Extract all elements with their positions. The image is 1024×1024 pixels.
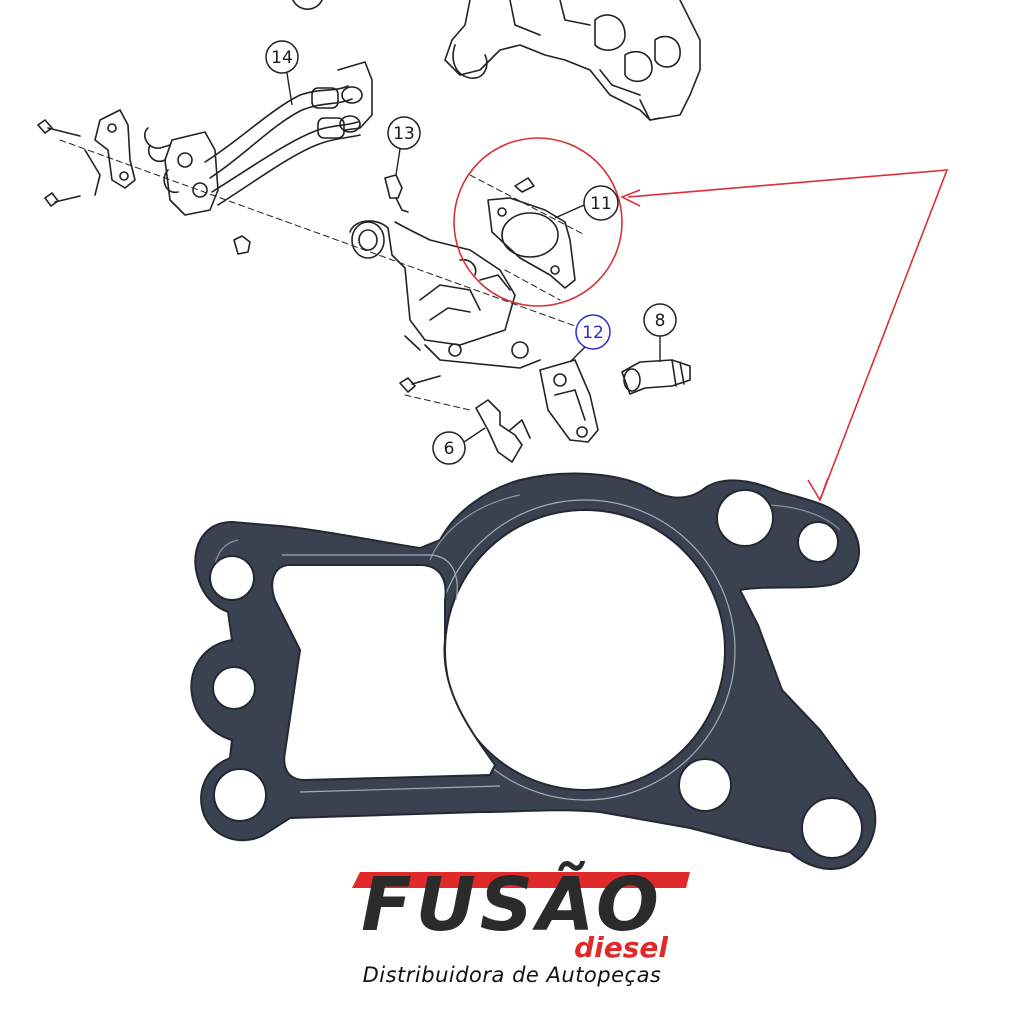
svg-text:13: 13 (393, 124, 415, 144)
bolt-hole (213, 768, 267, 822)
bolt-hole (801, 797, 863, 859)
pointer-arrow-line (627, 169, 949, 501)
callout-13: 13 (387, 116, 421, 176)
gasket-main-bore (444, 509, 726, 791)
logo-brand-word: FUSÃO (361, 860, 663, 948)
svg-text:8: 8 (655, 311, 666, 331)
gasket-left-port (271, 564, 497, 782)
gasket-enlarged (190, 472, 877, 870)
bracket-part (84, 109, 136, 196)
bolt-hole (209, 555, 255, 601)
bolt-hole (797, 521, 839, 563)
hose-part (475, 399, 531, 463)
hose-8 (621, 359, 691, 395)
callout-6: 6 (432, 427, 486, 465)
callout-14: 14 (265, 40, 299, 106)
gasket-small (539, 359, 599, 443)
brand-logo: FUSÃO diesel (352, 860, 690, 964)
logo-red-stripe (352, 872, 690, 888)
svg-text:12: 12 (582, 323, 604, 343)
logo-sub-word: diesel (574, 931, 668, 964)
callout-11: 11 (554, 185, 619, 221)
bolt-hole (212, 666, 256, 710)
highlight-circle (453, 137, 623, 307)
tube-assembly (144, 61, 373, 216)
highlight-annotation (453, 137, 949, 502)
thermostat-housing (349, 220, 541, 369)
bolt-hole (716, 489, 774, 547)
callout-8: 8 (643, 303, 677, 362)
callout-12: 12 (569, 314, 611, 363)
pointer-arrowhead (620, 189, 641, 207)
svg-text:6: 6 (444, 439, 455, 459)
manifold-part (444, 0, 701, 121)
bolts-left (37, 119, 81, 207)
exploded-drawing (37, 0, 701, 463)
svg-text:11: 11 (590, 194, 612, 214)
svg-text:14: 14 (271, 48, 293, 68)
sensor-part (384, 174, 409, 213)
bolt-hole (678, 758, 732, 812)
gasket-11 (487, 177, 576, 289)
logo-tagline: Distribuidora de Autopeças (362, 963, 662, 987)
